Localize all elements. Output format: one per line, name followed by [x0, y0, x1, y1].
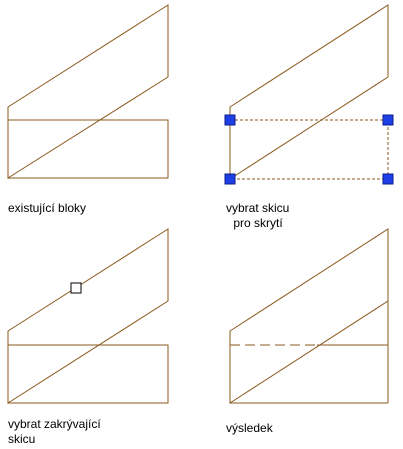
panel-select-covering-sketch	[7, 228, 169, 404]
parallelogram-sketch	[7, 4, 169, 179]
panel-result	[229, 228, 389, 404]
caption-result: výsledek	[226, 421, 273, 435]
square-grip-icon	[224, 114, 236, 126]
panel-select-sketch-to-hide	[224, 4, 394, 185]
parallelogram-sketch	[229, 4, 389, 180]
square-grip-icon	[382, 114, 394, 126]
caption-covering-sketch-line1: vybrat zakrývající	[8, 417, 101, 431]
square-grip-icon	[382, 173, 394, 185]
caption-existing-blocks: existující bloky	[8, 201, 87, 215]
caption-select-sketch-line1: vybrat skicu	[226, 201, 290, 215]
parallelogram-sketch	[229, 228, 389, 404]
parallelogram-sketch	[7, 228, 169, 404]
rectangle-sketch	[7, 119, 169, 179]
pickbox-cursor-icon	[70, 282, 82, 294]
rectangle-sketch	[7, 344, 169, 404]
panel-existing-blocks	[7, 4, 169, 179]
caption-covering-sketch-line2: skicu	[8, 432, 36, 446]
selected-rectangle-sketch	[229, 119, 389, 180]
caption-select-sketch-line2: pro skrytí	[230, 216, 283, 230]
square-grip-icon	[224, 173, 236, 185]
